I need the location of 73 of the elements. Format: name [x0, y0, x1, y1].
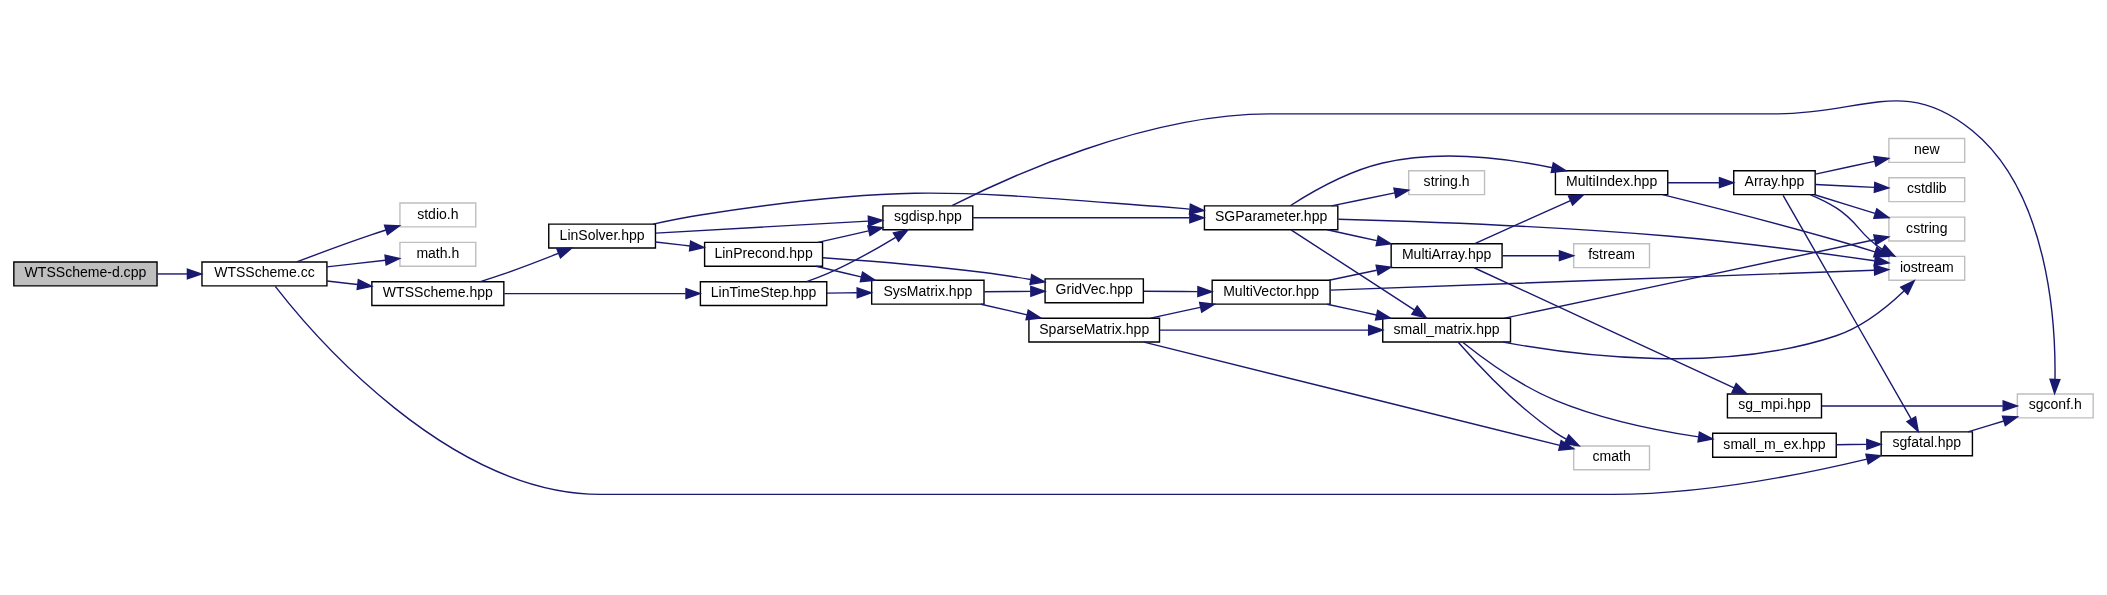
arrow: [983, 285, 1047, 298]
arrow: [1143, 341, 1576, 451]
arrow: [1814, 155, 1891, 175]
arrow: [1462, 341, 1715, 443]
arrow: [479, 247, 574, 283]
node-box: GridVec.hpp: [1044, 278, 1145, 304]
arrow: [1814, 181, 1891, 194]
arrow: [1502, 279, 1916, 360]
node-box: fstream: [1573, 243, 1651, 269]
arrow: [951, 100, 2061, 396]
arrow: [1782, 194, 1920, 434]
arrow: [1457, 341, 1581, 447]
arrow: [1814, 194, 1891, 219]
arrow: [156, 268, 204, 280]
arrow: [1326, 303, 1393, 321]
arrow: [1821, 400, 2020, 412]
arrow: [1289, 155, 1569, 207]
node-box: sg_mpi.hpp: [1726, 393, 1823, 419]
node-box: Array.hpp: [1733, 170, 1816, 196]
node-box: LinTimeStep.hpp: [699, 281, 828, 307]
arrow: [1329, 264, 1891, 291]
arrow: [1142, 285, 1215, 298]
node-box: iostream: [1888, 255, 1966, 281]
arrow: [655, 215, 885, 234]
arrow: [274, 285, 1883, 496]
node-box: MultiIndex.hpp: [1554, 170, 1669, 196]
node-box: sgfatal.hpp: [1880, 431, 1974, 457]
arrow: [1159, 324, 1385, 336]
node-box: sgconf.h: [2016, 393, 2094, 419]
node-box: SysMatrix.hpp: [870, 279, 985, 305]
arrow: [1150, 301, 1217, 319]
node-box: math.h: [399, 241, 477, 267]
arrow: [826, 286, 874, 299]
node-box: SGParameter.hpp: [1203, 205, 1339, 231]
node-box: MultiArray.hpp: [1390, 243, 1503, 269]
node-box: MultiVector.hpp: [1211, 279, 1331, 305]
arrow: [654, 240, 707, 252]
arrow: [805, 228, 910, 283]
node-box: cstdlib: [1888, 177, 1966, 203]
arrow: [1501, 249, 1576, 262]
node-box: LinPrecond.hpp: [703, 241, 824, 267]
node-box: SparseMatrix.hpp: [1028, 317, 1161, 343]
arrow: [1835, 438, 1883, 451]
arrow: [822, 257, 1047, 286]
node-box: stdio.h: [399, 202, 477, 228]
node-box: LinSolver.hpp: [548, 223, 657, 249]
arrow: [817, 225, 885, 244]
arrow: [1328, 264, 1393, 281]
arrow: [972, 211, 1206, 224]
node-box: WTSScheme-d.cpp: [13, 261, 158, 287]
arrow: [1667, 176, 1736, 189]
arrow: [1474, 193, 1586, 245]
node-box: WTSScheme.cc: [201, 261, 328, 287]
arrow: [296, 224, 402, 263]
arrow: [326, 278, 374, 291]
node-box: new: [1888, 137, 1966, 164]
node-box: small_m_ex.hpp: [1712, 432, 1837, 458]
node-box: cmath: [1573, 445, 1651, 471]
arrow: [980, 303, 1043, 321]
node-box: small_matrix.hpp: [1382, 317, 1512, 343]
arrow: [1326, 229, 1393, 247]
arrow: [652, 192, 1206, 225]
arrow: [1330, 187, 1411, 207]
arrow: [1473, 267, 1749, 395]
node-box: sgdisp.hpp: [882, 205, 974, 231]
node-box: cstring: [1888, 216, 1966, 242]
arrow: [815, 265, 878, 283]
arrow: [1290, 229, 1429, 319]
arrow: [326, 254, 402, 268]
arrow: [503, 287, 703, 300]
node-box: WTSScheme.hpp: [371, 281, 505, 307]
node-box: string.h: [1408, 170, 1486, 196]
arrow: [1967, 415, 2020, 433]
